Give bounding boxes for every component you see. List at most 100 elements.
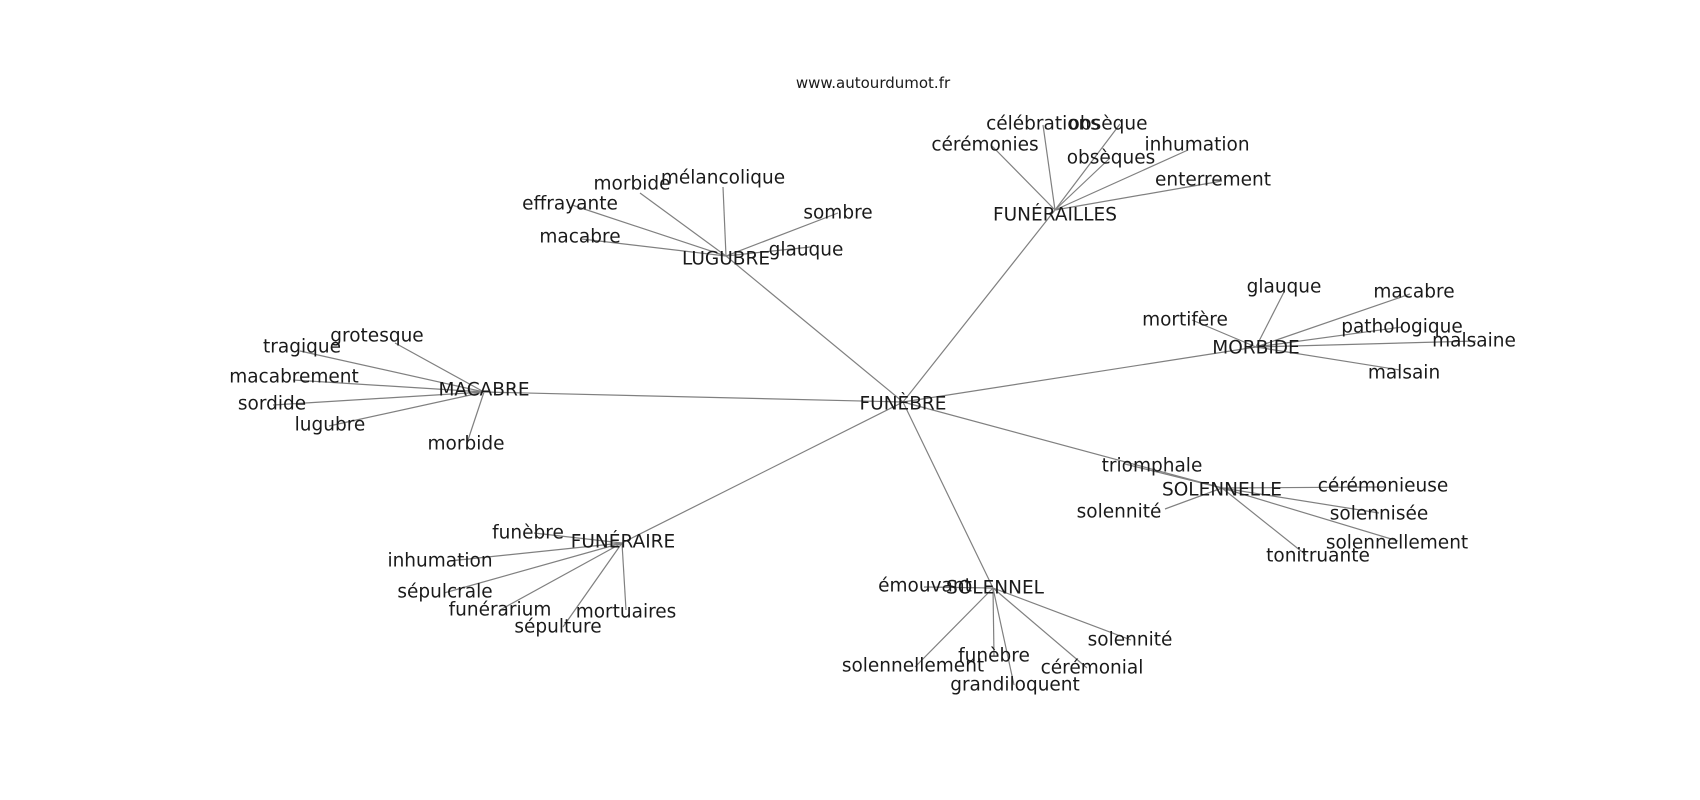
edge-hub-to-word bbox=[1255, 326, 1403, 348]
word-node-label: malsain bbox=[1368, 363, 1440, 384]
word-node-label: morbide bbox=[594, 174, 671, 195]
word-node-label: glauque bbox=[769, 240, 844, 261]
word-node-label: solennisée bbox=[1330, 504, 1428, 525]
edge-hub-to-word bbox=[992, 587, 1088, 669]
edge-hub-to-word bbox=[1124, 463, 1223, 489]
hub-node-label: SOLENNEL bbox=[946, 578, 1045, 599]
edge-hub-to-word bbox=[299, 350, 485, 393]
word-node-label: macabre bbox=[1373, 282, 1454, 303]
word-node-label: solennellement bbox=[842, 656, 984, 677]
edge-hub-to-word bbox=[1221, 486, 1385, 489]
word-node-label: mortuaires bbox=[576, 602, 677, 623]
edge-root-to-hub bbox=[483, 391, 904, 403]
edge-hub-to-word bbox=[1054, 149, 1189, 211]
edge-root-to-hub bbox=[902, 209, 1056, 403]
root-node-label: FUNÈBRE bbox=[860, 393, 947, 415]
word-node-label: cérémonieuse bbox=[1318, 476, 1448, 497]
word-node-label: solennellement bbox=[1326, 533, 1468, 554]
word-node-label: effrayante bbox=[522, 194, 618, 215]
word-node-label: obsèque bbox=[1069, 114, 1148, 135]
word-node-label: tonitruante bbox=[1266, 546, 1370, 567]
edge-hub-to-word bbox=[923, 586, 994, 589]
edge-hub-to-word bbox=[1255, 340, 1477, 348]
edge-hub-to-word bbox=[443, 542, 623, 594]
word-node-label: macabrement bbox=[229, 367, 359, 388]
edge-hub-to-word bbox=[1255, 293, 1411, 348]
word-node-label: malsaine bbox=[1432, 331, 1516, 352]
hub-node-label: LUGUBRE bbox=[682, 249, 770, 270]
word-node-label: inhumation bbox=[387, 551, 492, 572]
word-node-label: lugubre bbox=[295, 415, 366, 436]
word-node-label: sépulture bbox=[514, 617, 601, 638]
word-node-label: mélancolique bbox=[661, 168, 785, 189]
word-node-label: sombre bbox=[803, 203, 872, 224]
edge-hub-to-word bbox=[1191, 319, 1257, 348]
word-node-label: pathologique bbox=[1341, 317, 1463, 338]
edge-hub-to-word bbox=[1054, 180, 1223, 211]
edge-hub-to-word bbox=[725, 212, 839, 257]
word-node-label: grandiloquent bbox=[950, 675, 1080, 696]
word-node-label: célébrations bbox=[986, 114, 1100, 135]
edge-hub-to-word bbox=[1221, 487, 1307, 556]
edge-hub-to-word bbox=[1255, 291, 1285, 348]
word-node-label: cérémonial bbox=[1041, 658, 1144, 679]
word-node-label: tragique bbox=[263, 337, 341, 358]
edge-root-to-hub bbox=[621, 401, 904, 544]
edge-hub-to-word bbox=[571, 204, 727, 257]
word-node-label: sordide bbox=[238, 394, 306, 415]
credit-text: www.autourdumot.fr bbox=[796, 74, 951, 92]
edge-hub-to-word bbox=[992, 587, 1015, 686]
word-node-label: funèbre bbox=[958, 646, 1030, 667]
word-node-label: sépulcrale bbox=[397, 582, 492, 603]
edge-hub-to-word bbox=[1255, 346, 1401, 371]
edge-hub-to-word bbox=[725, 246, 811, 257]
edge-hub-to-word bbox=[1221, 487, 1399, 542]
edge-root-to-hub bbox=[902, 401, 994, 589]
word-node-label: inhumation bbox=[1144, 135, 1249, 156]
word-node-label: morbide bbox=[428, 434, 505, 455]
edge-hub-to-word bbox=[466, 391, 485, 444]
word-node-label: solennité bbox=[1077, 502, 1162, 523]
word-node-label: solennité bbox=[1088, 630, 1173, 651]
edge-hub-to-word bbox=[581, 238, 727, 257]
edge-hub-to-word bbox=[292, 379, 485, 393]
word-node-label: triomphale bbox=[1102, 456, 1203, 477]
edge-hub-to-word bbox=[621, 542, 627, 611]
word-node-label: funérarium bbox=[449, 600, 552, 621]
hub-node-label: MACABRE bbox=[438, 380, 529, 401]
edge-root-to-hub bbox=[725, 255, 904, 403]
edge-hub-to-word bbox=[722, 186, 727, 257]
hub-node-label: MORBIDE bbox=[1212, 338, 1299, 359]
edge-hub-to-word bbox=[562, 542, 623, 628]
word-node-label: émouvant bbox=[878, 576, 972, 597]
edge-hub-to-word bbox=[914, 587, 994, 668]
edge-hub-to-word bbox=[1054, 157, 1111, 211]
edge-hub-to-word bbox=[1164, 487, 1223, 510]
graph-edges bbox=[272, 123, 1477, 686]
word-node-label: cérémonies bbox=[931, 135, 1038, 156]
edge-hub-to-word bbox=[1042, 124, 1056, 211]
edge-hub-to-word bbox=[499, 542, 623, 611]
edge-root-to-hub bbox=[902, 401, 1223, 489]
word-node-label: funèbre bbox=[492, 523, 564, 544]
word-node-label: mortifère bbox=[1142, 310, 1228, 331]
edge-hub-to-word bbox=[992, 587, 1132, 641]
edge-hub-to-word bbox=[1221, 487, 1380, 514]
edge-hub-to-word bbox=[328, 391, 485, 427]
hub-node-label: FUNÉRAIRE bbox=[571, 531, 675, 553]
edge-hub-to-word bbox=[639, 192, 727, 257]
edge-hub-to-word bbox=[992, 587, 995, 657]
hub-node-label: FUNÉRAILLES bbox=[993, 204, 1117, 226]
word-node-label: obsèques bbox=[1067, 148, 1156, 169]
word-node-label: glauque bbox=[1247, 277, 1322, 298]
word-node-label: macabre bbox=[539, 227, 620, 248]
edge-root-to-hub bbox=[902, 346, 1257, 403]
edge-hub-to-word bbox=[533, 532, 623, 544]
edge-hub-to-word bbox=[448, 542, 623, 562]
word-node-label: enterrement bbox=[1155, 170, 1271, 191]
edge-hub-to-word bbox=[990, 144, 1056, 211]
word-node-label: grotesque bbox=[330, 326, 423, 347]
hub-node-label: SOLENNELLE bbox=[1162, 480, 1282, 501]
